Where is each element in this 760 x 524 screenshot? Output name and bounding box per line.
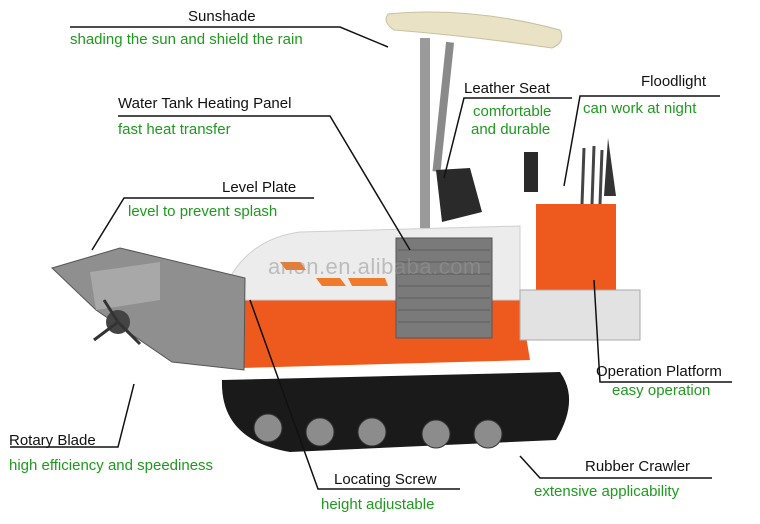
callout-title-water-tank-heating-panel: Water Tank Heating Panel [118, 95, 292, 112]
callout-desc-leather-seat-line2: and durable [471, 121, 551, 138]
callout-title-sunshade: Sunshade [188, 8, 256, 25]
seat-shape [436, 168, 482, 222]
callout-desc-rubber-crawler: extensive applicability [534, 483, 680, 500]
control-tower [536, 204, 616, 296]
callout-desc-level-plate: level to prevent splash [128, 203, 278, 220]
callout-title-level-plate: Level Plate [222, 179, 297, 196]
callout-desc-water-tank-heating-panel: fast heat transfer [118, 121, 231, 138]
water-tank-heating-panel-grille [395, 237, 493, 339]
callout-title-leather-seat: Leather Seat [464, 80, 550, 97]
canopy-post [420, 38, 430, 228]
callout-title-rubber-crawler: Rubber Crawler [585, 458, 691, 475]
callout-desc-leather-seat-line1: comfortable [473, 103, 552, 120]
sunshade-canopy [385, 11, 563, 49]
callout-desc-operation-platform: easy operation [612, 382, 711, 399]
callout-desc-locating-screw: height adjustable [321, 496, 435, 513]
callout-title-floodlight: Floodlight [641, 73, 707, 90]
callout-title-locating-screw: Locating Screw [334, 471, 437, 488]
callout-desc-floodlight: can work at night [583, 100, 697, 117]
watermark-text: anon.en.alibaba.com [268, 254, 482, 279]
operation-platform-shape [519, 289, 641, 341]
callout-desc-sunshade: shading the sun and shield the rain [70, 31, 303, 48]
callout-title-rotary-blade: Rotary Blade [9, 432, 96, 449]
callout-title-operation-platform: Operation Platform [596, 363, 722, 380]
leader-lines [10, 26, 732, 490]
callout-desc-rotary-blade: high efficiency and speediness [9, 457, 214, 474]
